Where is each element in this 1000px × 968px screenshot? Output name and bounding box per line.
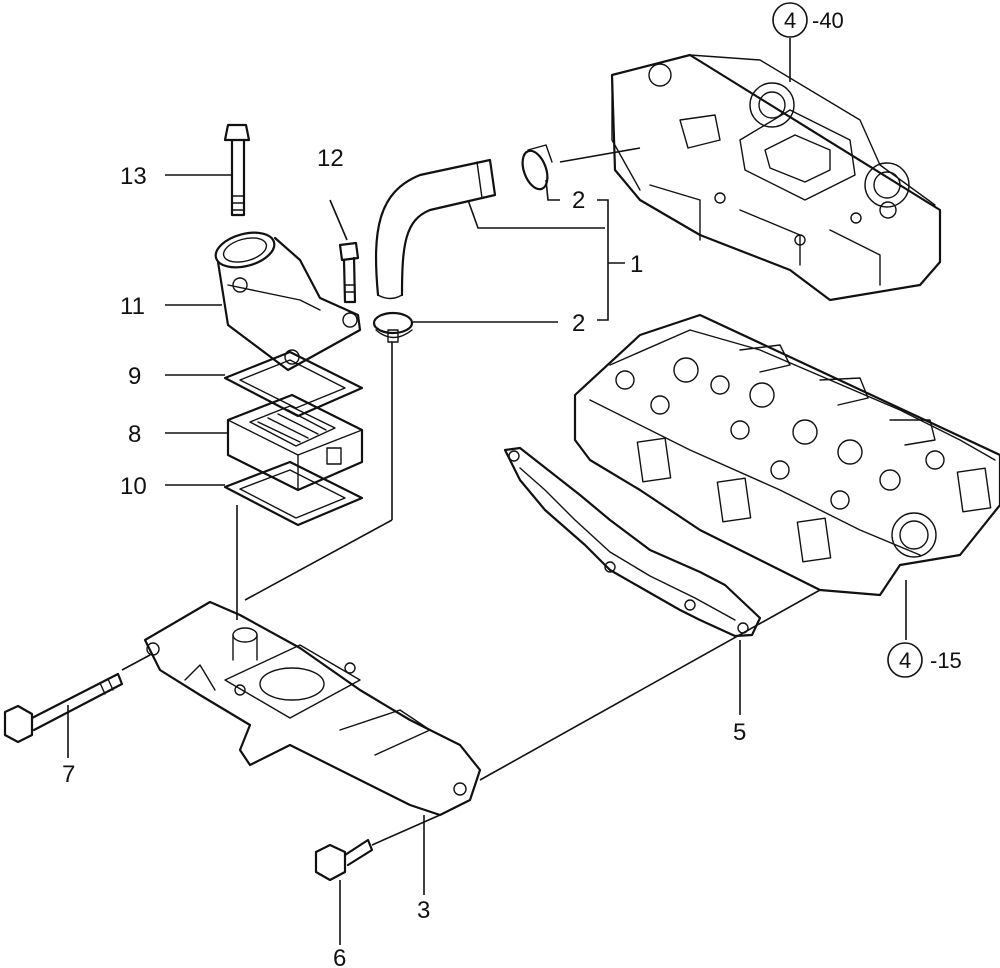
callout-2-lower: 2	[572, 310, 585, 337]
bolt-7	[3, 672, 124, 744]
callout-2-upper: 2	[572, 187, 585, 214]
bolt-12	[338, 241, 360, 304]
reference-cover-number: 4	[784, 8, 796, 33]
reference-head: 4 -15	[887, 642, 962, 678]
callout-10: 10	[120, 473, 147, 500]
callout-13: 13	[120, 163, 147, 190]
callout-8: 8	[128, 421, 141, 448]
callout-9: 9	[128, 363, 141, 390]
cylinder-head	[573, 313, 1000, 597]
gasket-10	[223, 460, 364, 527]
callout-12: 12	[317, 145, 344, 172]
intake-heater	[226, 393, 364, 492]
callout-11: 11	[120, 293, 145, 320]
callout-3: 3	[417, 897, 430, 924]
callout-5: 5	[733, 719, 746, 746]
breather-hose	[374, 158, 497, 300]
inlet-elbow	[214, 231, 362, 372]
callout-6: 6	[333, 945, 346, 968]
callout-7: 7	[62, 761, 75, 788]
manifold-gasket	[503, 446, 762, 638]
callout-1: 1	[630, 251, 643, 278]
reference-cover-suffix: -40	[812, 8, 844, 33]
leader-lines	[67, 38, 907, 945]
bolt-6	[314, 838, 374, 882]
hose-clamp-upper	[521, 144, 553, 191]
reference-cover: 4 -40	[772, 2, 844, 38]
hose-clamp-lower	[372, 311, 414, 343]
reference-head-suffix: -15	[930, 648, 962, 673]
intake-manifold	[143, 600, 482, 817]
valve-cover	[610, 53, 942, 302]
assembly-lines	[121, 147, 821, 846]
gasket-9	[223, 350, 364, 418]
bolt-13	[223, 123, 251, 217]
reference-head-number: 4	[899, 648, 911, 673]
